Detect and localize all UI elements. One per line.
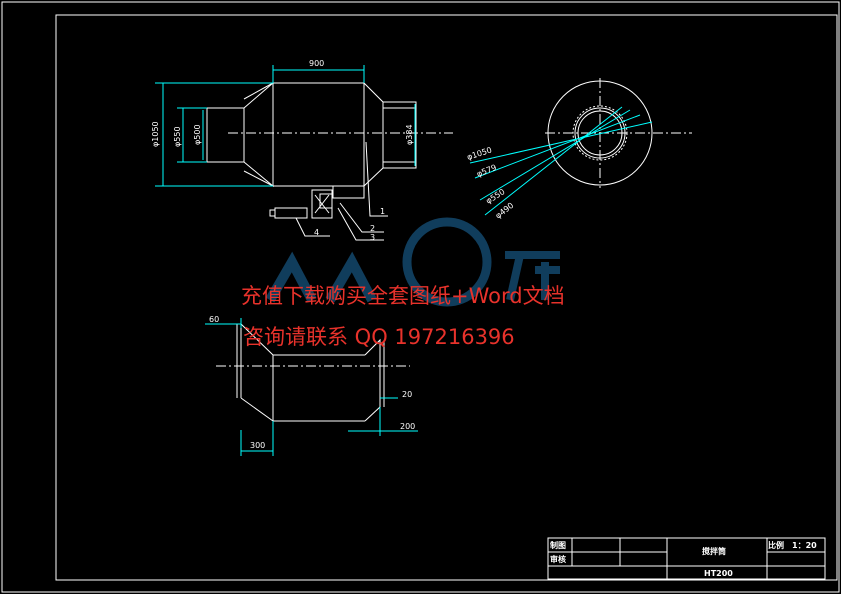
main-cylinder (272, 82, 365, 187)
title-block-text: 制图 审核 搅拌筒 比例 1：20 HT200 (550, 540, 817, 578)
part-number-4: 4 (314, 228, 319, 237)
left-cone (243, 81, 274, 188)
dim-20: 20 (402, 390, 412, 399)
watermark-line-1: 充值下载购买全套图纸+Word文档 (241, 284, 565, 308)
dim-60: 60 (209, 315, 219, 324)
checked-label: 审核 (550, 554, 566, 564)
left-nozzle (206, 107, 245, 163)
drawing-name: 搅拌筒 (702, 546, 726, 556)
dim-side-1050: φ1050 (466, 145, 493, 161)
right-cone (363, 82, 384, 187)
scale-label: 比例 (768, 540, 784, 550)
inner-border (55, 14, 838, 581)
dim-side-490: φ490 (494, 201, 516, 221)
section-dimension-text: 60 20 200 300 (209, 315, 415, 450)
front-dimension-text: 900 φ1050 φ550 φ500 φ384 (151, 59, 414, 147)
dim-side-579: φ579 (475, 163, 497, 179)
dim-200: 200 (400, 422, 415, 431)
part-number-1: 1 (380, 207, 385, 216)
side-view (545, 78, 692, 188)
leader-4 (295, 217, 330, 237)
leader-3 (337, 207, 384, 241)
dim-side-550: φ550 (484, 187, 506, 206)
material: HT200 (704, 569, 733, 578)
section-view (216, 323, 410, 422)
part-number-2: 2 (370, 224, 375, 233)
drawn-label: 制图 (550, 540, 566, 550)
right-nozzle (382, 101, 417, 169)
dim-phi550: φ550 (173, 126, 182, 147)
title-block (547, 537, 826, 580)
watermark-logo (265, 217, 560, 307)
dim-phi1050: φ1050 (151, 121, 160, 147)
motor-block (319, 193, 333, 209)
support-frame (332, 186, 365, 199)
dim-300: 300 (250, 441, 265, 450)
leader-1 (365, 141, 388, 217)
dim-phi500: φ500 (193, 124, 202, 145)
side-dimensions (469, 106, 653, 216)
motor (274, 207, 308, 219)
scale-value: 1：20 (792, 541, 817, 550)
dim-900: 900 (309, 59, 324, 68)
section-dimensions (205, 318, 418, 456)
front-dimensions (155, 65, 416, 187)
leader-2 (339, 202, 384, 233)
watermark-line-2: 咨询请联系 QQ 197216396 (243, 325, 515, 349)
front-view (206, 81, 453, 241)
dim-phi384: φ384 (405, 124, 414, 145)
part-numbers: 1 2 3 4 (314, 207, 385, 242)
part-number-3: 3 (370, 233, 375, 242)
